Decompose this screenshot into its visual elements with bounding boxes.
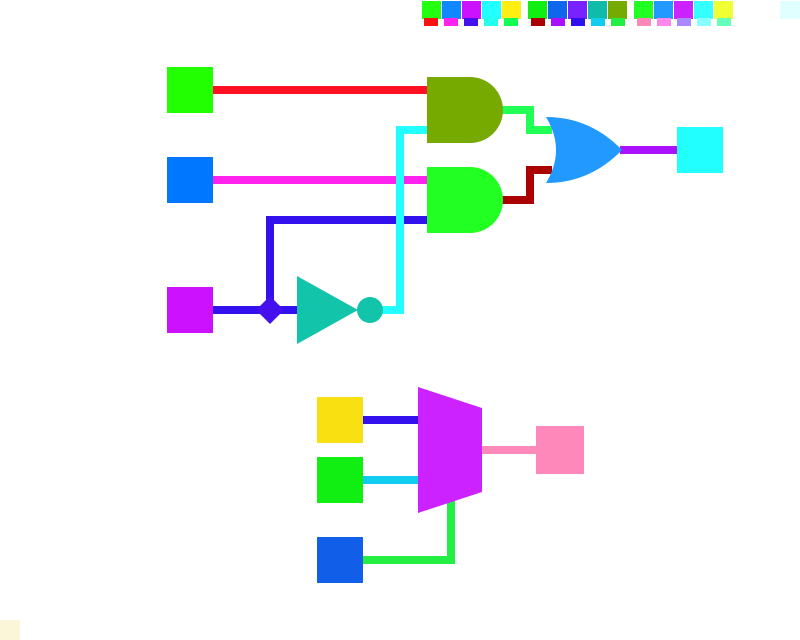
palette-swatch-bottom xyxy=(484,18,498,26)
palette-swatch-bottom xyxy=(697,18,711,26)
wire-and-bottom-to-or xyxy=(502,166,552,204)
palette-swatch-top xyxy=(654,1,673,19)
multiplexer-icon[interactable] xyxy=(418,387,482,513)
input-b-box[interactable] xyxy=(167,157,213,203)
palette-swatch-top xyxy=(528,1,547,19)
wire-junction-icon xyxy=(256,296,284,324)
palette-swatch-bottom xyxy=(424,18,438,26)
palette-swatch-bottom xyxy=(657,18,671,26)
palette-swatch-top xyxy=(674,1,693,19)
mux-output-box[interactable] xyxy=(536,426,584,474)
wire-mux-select xyxy=(362,500,455,564)
and-gate-icon[interactable] xyxy=(427,77,503,143)
palette-swatch-bottom xyxy=(551,18,565,26)
mux-select-box[interactable] xyxy=(317,537,363,583)
palette-swatch-top xyxy=(780,1,800,19)
not-gate-bubble-icon xyxy=(357,297,383,323)
palette-top-row xyxy=(422,1,800,19)
wire-and-top-to-or xyxy=(502,106,552,134)
input-a-box[interactable] xyxy=(167,67,213,113)
palette-swatch-top xyxy=(634,1,653,19)
palette-swatch-bottom xyxy=(504,18,518,26)
palette-swatch-top xyxy=(462,1,481,19)
palette-swatch-bottom xyxy=(464,18,478,26)
palette-swatch-top xyxy=(568,1,587,19)
mux-input-1-box[interactable] xyxy=(317,457,363,503)
palette-swatch-bottom xyxy=(591,18,605,26)
not-gate-icon[interactable] xyxy=(297,276,358,344)
palette-swatch-top xyxy=(482,1,501,19)
corner-marker xyxy=(0,620,20,640)
palette-swatch-bottom xyxy=(571,18,585,26)
palette-swatch-top xyxy=(442,1,461,19)
palette-swatch-top xyxy=(548,1,567,19)
or-gate-icon[interactable] xyxy=(546,117,622,183)
palette-swatch-top xyxy=(422,1,441,19)
palette-swatch-bottom xyxy=(444,18,458,26)
palette-swatch-bottom xyxy=(531,18,545,26)
palette-swatch-bottom xyxy=(717,18,731,26)
wire-not-to-and-top xyxy=(380,126,430,314)
palette-swatch-bottom xyxy=(677,18,691,26)
palette-swatch-bottom xyxy=(637,18,651,26)
palette-swatch-top xyxy=(588,1,607,19)
wire-junction-to-and-bottom xyxy=(266,216,430,310)
input-c-box[interactable] xyxy=(167,287,213,333)
and-gate-icon[interactable] xyxy=(427,167,503,233)
mux-input-0-box[interactable] xyxy=(317,397,363,443)
palette-swatch-top xyxy=(694,1,713,19)
output-q-box[interactable] xyxy=(677,127,723,173)
palette-bottom-row xyxy=(424,18,731,26)
palette-swatch-top xyxy=(608,1,627,19)
palette-swatch-bottom xyxy=(611,18,625,26)
palette-swatch-top xyxy=(502,1,521,19)
palette-swatch-top xyxy=(714,1,733,19)
